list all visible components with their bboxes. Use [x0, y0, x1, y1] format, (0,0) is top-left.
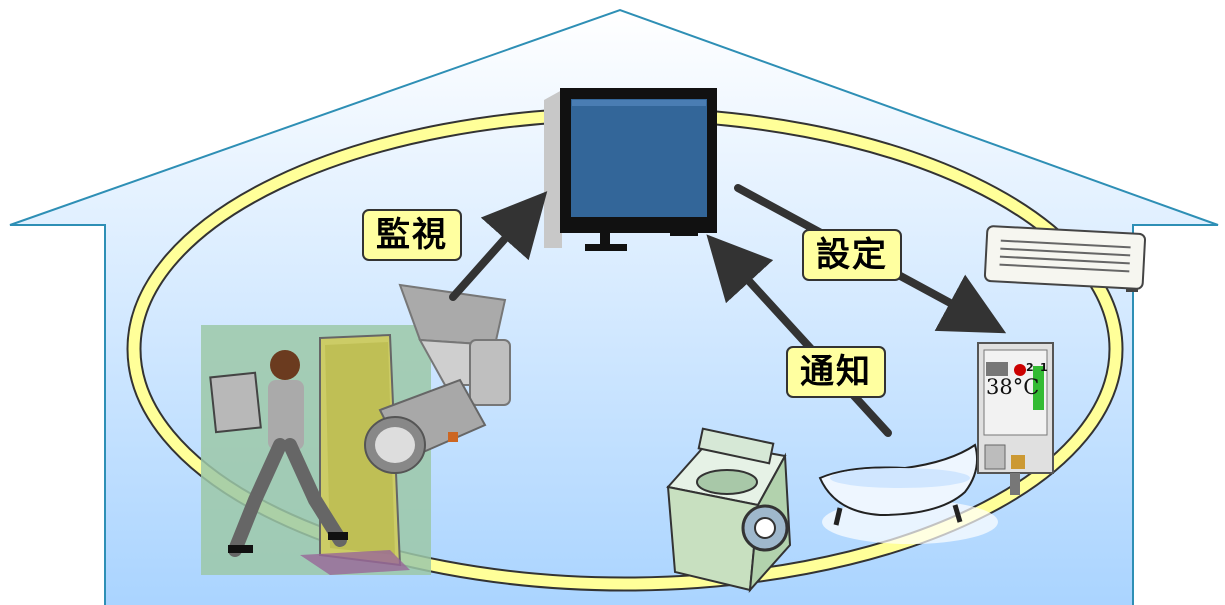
- air-conditioner-icon: [983, 225, 1146, 292]
- water-heater-temperature: 38°C: [986, 375, 1040, 399]
- washing-machine-icon: [666, 427, 792, 593]
- tv-monitor-icon: [544, 88, 717, 251]
- notify-arrow: [706, 234, 892, 437]
- monitor-arrow: [449, 191, 548, 301]
- label-settings: 設定: [802, 229, 902, 281]
- label-monitor: 監視: [362, 209, 462, 261]
- water-heater-indicator-left: 2: [1026, 361, 1034, 374]
- security-camera-icon: [364, 283, 511, 474]
- label-notify: 通知: [786, 346, 886, 398]
- water-heater-indicator-right: 1: [1040, 361, 1048, 374]
- bathtub-icon: [818, 443, 998, 544]
- water-heater-panel-icon: [977, 342, 1054, 495]
- person-carrying-box-icon: [209, 350, 348, 557]
